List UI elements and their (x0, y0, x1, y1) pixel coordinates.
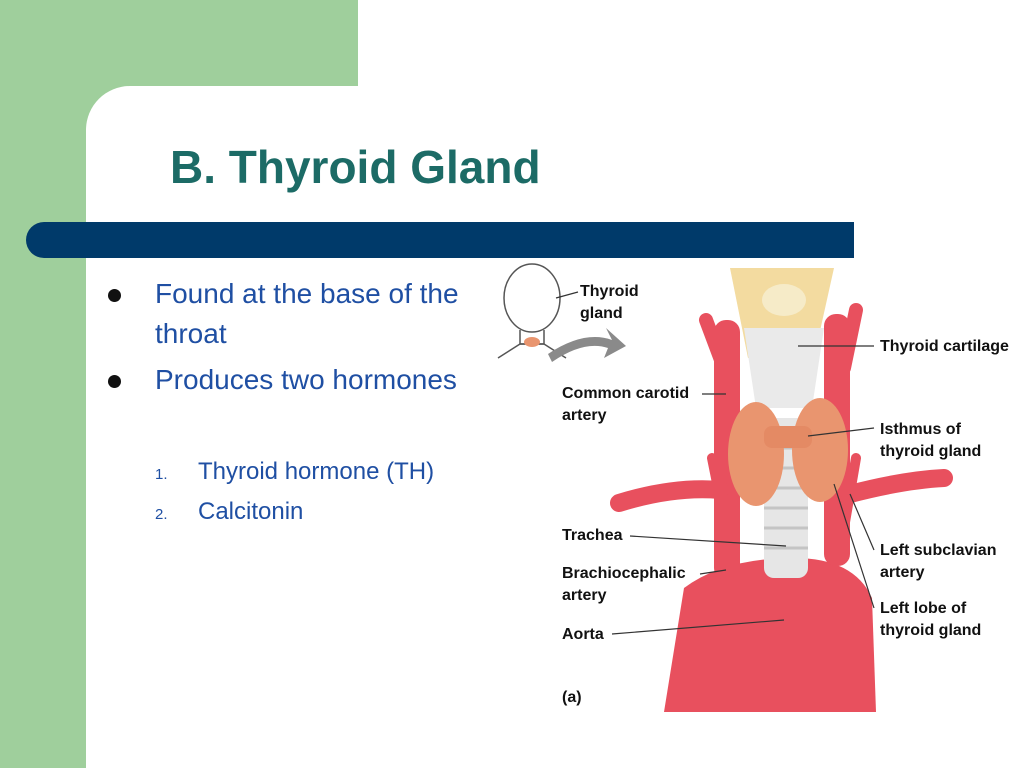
bullet-item: Produces two hormones (108, 360, 488, 400)
list-number: 1. (155, 466, 168, 483)
list-number: 2. (155, 506, 168, 523)
hormone-item: 1. Thyroid hormone (TH) (155, 452, 495, 492)
arteries-illustration (610, 303, 953, 712)
leader-lines (555, 291, 875, 635)
bullet-text: Produces two hormones (155, 364, 457, 395)
label-left-lobe-line1: Left lobe of (880, 600, 967, 617)
label-brachiocephalic-line2: artery (562, 587, 607, 604)
label-common-carotid-line1: Common carotid (562, 385, 689, 402)
label-aorta: Aorta (562, 626, 604, 643)
thyroid-anatomy-figure: Thyroid gland Thyroid cartilage Common c… (497, 263, 1009, 712)
label-thyroid-gland-line2: gland (580, 305, 623, 322)
bullet-dot-icon (108, 289, 121, 302)
hormone-text: Calcitonin (198, 498, 304, 525)
bullet-item: Found at the base of the throat (108, 274, 488, 354)
thyroid-gland-illustration (728, 398, 848, 506)
hormone-text: Thyroid hormone (TH) (198, 458, 435, 485)
label-isthmus-line2: thyroid gland (880, 443, 981, 460)
slide-title: B. Thyroid Gland (170, 141, 541, 193)
label-left-lobe-line2: thyroid gland (880, 622, 981, 639)
hormone-list: 1. Thyroid hormone (TH) 2. Calcitonin (155, 452, 495, 532)
title-divider-bar (26, 222, 854, 258)
larynx-illustration (730, 268, 834, 408)
label-panel-a: (a) (562, 689, 582, 706)
label-left-subclavian-line1: Left subclavian (880, 542, 996, 559)
label-trachea: Trachea (562, 527, 623, 544)
label-thyroid-gland-line1: Thyroid (580, 283, 639, 300)
head-illustration (497, 263, 567, 359)
label-thyroid-cartilage: Thyroid cartilage (880, 338, 1009, 355)
bullet-list: Found at the base of the throat Produces… (108, 274, 488, 406)
arrow-icon (548, 328, 626, 362)
hormone-item: 2. Calcitonin (155, 492, 495, 532)
bullet-dot-icon (108, 375, 121, 388)
label-common-carotid-line2: artery (562, 407, 607, 424)
label-isthmus-line1: Isthmus of (880, 421, 962, 438)
label-left-subclavian-line2: artery (880, 564, 925, 581)
bullet-text: Found at the base of the throat (155, 278, 459, 349)
label-brachiocephalic-line1: Brachiocephalic (562, 565, 686, 582)
